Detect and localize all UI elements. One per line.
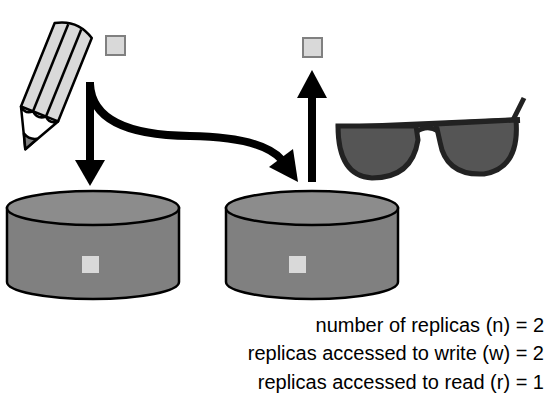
- pencil-icon: [7, 17, 94, 156]
- replica-cylinder: [226, 191, 398, 299]
- read-arrow: [297, 70, 327, 182]
- data-item: [303, 38, 322, 57]
- replica-cylinder: [7, 191, 179, 299]
- parameter-label: replicas accessed to write (w) = 2: [248, 341, 544, 365]
- data-item: [106, 36, 125, 55]
- glasses-icon: [336, 98, 524, 178]
- parameter-label: number of replicas (n) = 2: [316, 313, 544, 337]
- parameter-label: replicas accessed to read (r) = 1: [258, 370, 544, 394]
- write-arrows: [75, 82, 298, 186]
